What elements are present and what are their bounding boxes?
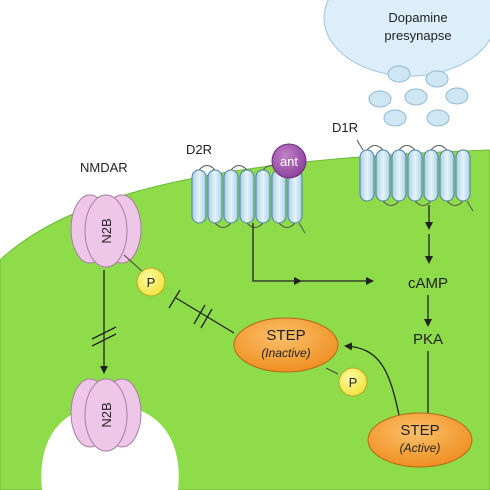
d1r-receptor xyxy=(356,139,474,212)
block-mark xyxy=(193,304,206,325)
d2r-to-camp-arrow xyxy=(252,223,302,285)
dopamine-molecule xyxy=(426,109,450,127)
nmdar-receptor xyxy=(70,194,142,268)
dopamine-molecule xyxy=(387,65,411,83)
d2r-helix xyxy=(271,169,287,224)
step-inactive-name: STEP xyxy=(266,327,305,344)
d2r-helix xyxy=(207,169,223,224)
presynapse-label-line1: Dopamine xyxy=(388,10,447,25)
dopamine-molecules xyxy=(368,65,469,127)
block-mark xyxy=(91,326,117,340)
step-dephosphorylation-inhibition xyxy=(175,297,235,334)
d1r-helix xyxy=(375,149,391,202)
d1r-helix xyxy=(391,149,407,202)
d2r-helix xyxy=(255,169,271,224)
dopamine-molecule xyxy=(445,87,469,105)
d1r-helix xyxy=(455,149,471,202)
d1r-helix xyxy=(423,149,439,202)
n2b-label-top: N2B xyxy=(99,218,114,243)
d1r-label: D1R xyxy=(332,120,358,135)
d2r-receptor xyxy=(191,165,306,234)
d2r-label: D2R xyxy=(186,142,212,157)
step-active xyxy=(367,412,473,468)
d2r-helix xyxy=(239,169,255,224)
nmdar-internalized xyxy=(70,378,142,452)
phospho-step-label: P xyxy=(349,375,358,390)
dopamine-molecule xyxy=(368,90,392,108)
inhibition-bar xyxy=(168,289,181,309)
step-active-name: STEP xyxy=(400,422,439,439)
dopamine-molecule xyxy=(383,109,407,127)
camp-label: cAMP xyxy=(408,275,448,292)
phospho-step-circle xyxy=(338,367,368,397)
d2r-helix xyxy=(191,169,207,224)
antagonist-molecule xyxy=(271,143,307,179)
presynapse-label-line2: presynapse xyxy=(384,28,451,43)
dopamine-molecule xyxy=(404,88,428,106)
step-inactive xyxy=(233,317,339,373)
d1r-loop xyxy=(366,145,464,206)
antagonist-label: ant xyxy=(280,154,298,169)
phospho-receptor-label: P xyxy=(147,275,156,290)
nmdar-label: NMDAR xyxy=(80,160,128,175)
step-active-state: (Active) xyxy=(400,441,441,455)
phospho-receptor-circle xyxy=(136,267,166,297)
block-mark xyxy=(91,333,117,347)
step-phospho-link xyxy=(325,367,339,375)
nmdar-phospho-link xyxy=(123,254,144,273)
step-inactive-state: (Inactive) xyxy=(261,346,310,360)
d1r-helix xyxy=(407,149,423,202)
pka-label: PKA xyxy=(413,331,443,348)
d1r-helix xyxy=(439,149,455,202)
block-mark xyxy=(200,308,213,329)
step-inactivation-arrow xyxy=(344,342,401,421)
d2r-loop xyxy=(198,165,296,228)
d2r-helix xyxy=(223,169,239,224)
n2b-label-bottom: N2B xyxy=(99,402,114,427)
dopamine-molecule xyxy=(425,70,449,88)
d1r-helix xyxy=(359,149,375,202)
